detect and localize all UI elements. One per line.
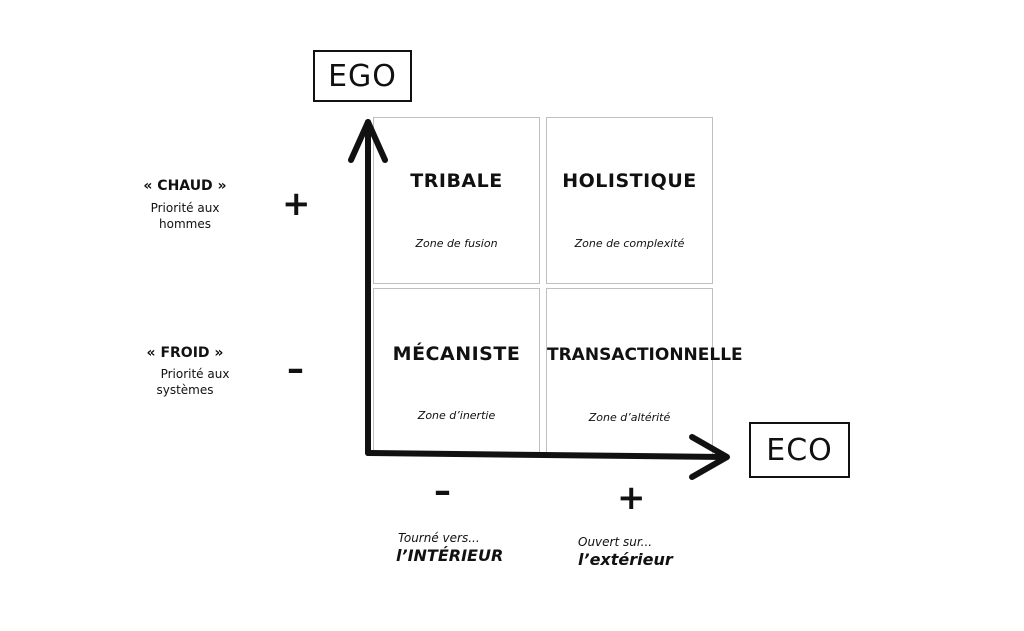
- x-axis-label: ECO: [749, 422, 850, 478]
- froid-sub-line2: systèmes: [156, 383, 214, 397]
- quadrant-title: TRIBALE: [410, 170, 503, 192]
- quadrant-zone: Zone d’altérité: [588, 411, 671, 424]
- y-axis-arrowhead: [348, 119, 388, 163]
- interieur-label: l’INTÉRIEUR: [396, 546, 504, 565]
- quadrant-title: MÉCANISTE: [392, 343, 521, 365]
- quadrant-title: HOLISTIQUE: [562, 170, 697, 192]
- chaud-sub-line2: hommes: [159, 217, 211, 231]
- exterieur-label: l’extérieur: [578, 550, 673, 569]
- exterieur-sub: Ouvert sur...: [578, 535, 653, 549]
- quadrant-zone: Zone d’inertie: [417, 409, 496, 422]
- quadrant-title: TRANSACTIONNELLE: [547, 345, 743, 365]
- froid-sub-line1: Priorité aux: [160, 367, 230, 381]
- quadrant-zone: Zone de complexité: [574, 237, 685, 250]
- quadrant-tribale: TRIBALE Zone de fusion: [373, 117, 540, 284]
- quadrant-holistique: HOLISTIQUE Zone de complexité: [546, 117, 713, 284]
- froid-label: « FROID »: [146, 345, 224, 361]
- plus-sign-bottom: +: [617, 478, 646, 518]
- chaud-sub-line1: Priorité aux: [150, 201, 220, 215]
- quadrant-transactionnelle: TRANSACTIONNELLE Zone d’altérité: [546, 288, 743, 455]
- x-axis-line: [365, 450, 727, 460]
- plus-sign-left: +: [282, 184, 311, 224]
- chaud-label: « CHAUD »: [143, 178, 227, 194]
- minus-sign-left: –: [287, 349, 304, 389]
- interieur-sub: Tourné vers...: [398, 531, 480, 545]
- x-axis-arrowhead: [689, 434, 730, 480]
- quadrant-mecaniste: MÉCANISTE Zone d’inertie: [373, 288, 540, 455]
- quadrant-zone: Zone de fusion: [415, 237, 498, 250]
- minus-sign-bottom: –: [434, 471, 451, 511]
- y-axis-label: EGO: [313, 50, 412, 102]
